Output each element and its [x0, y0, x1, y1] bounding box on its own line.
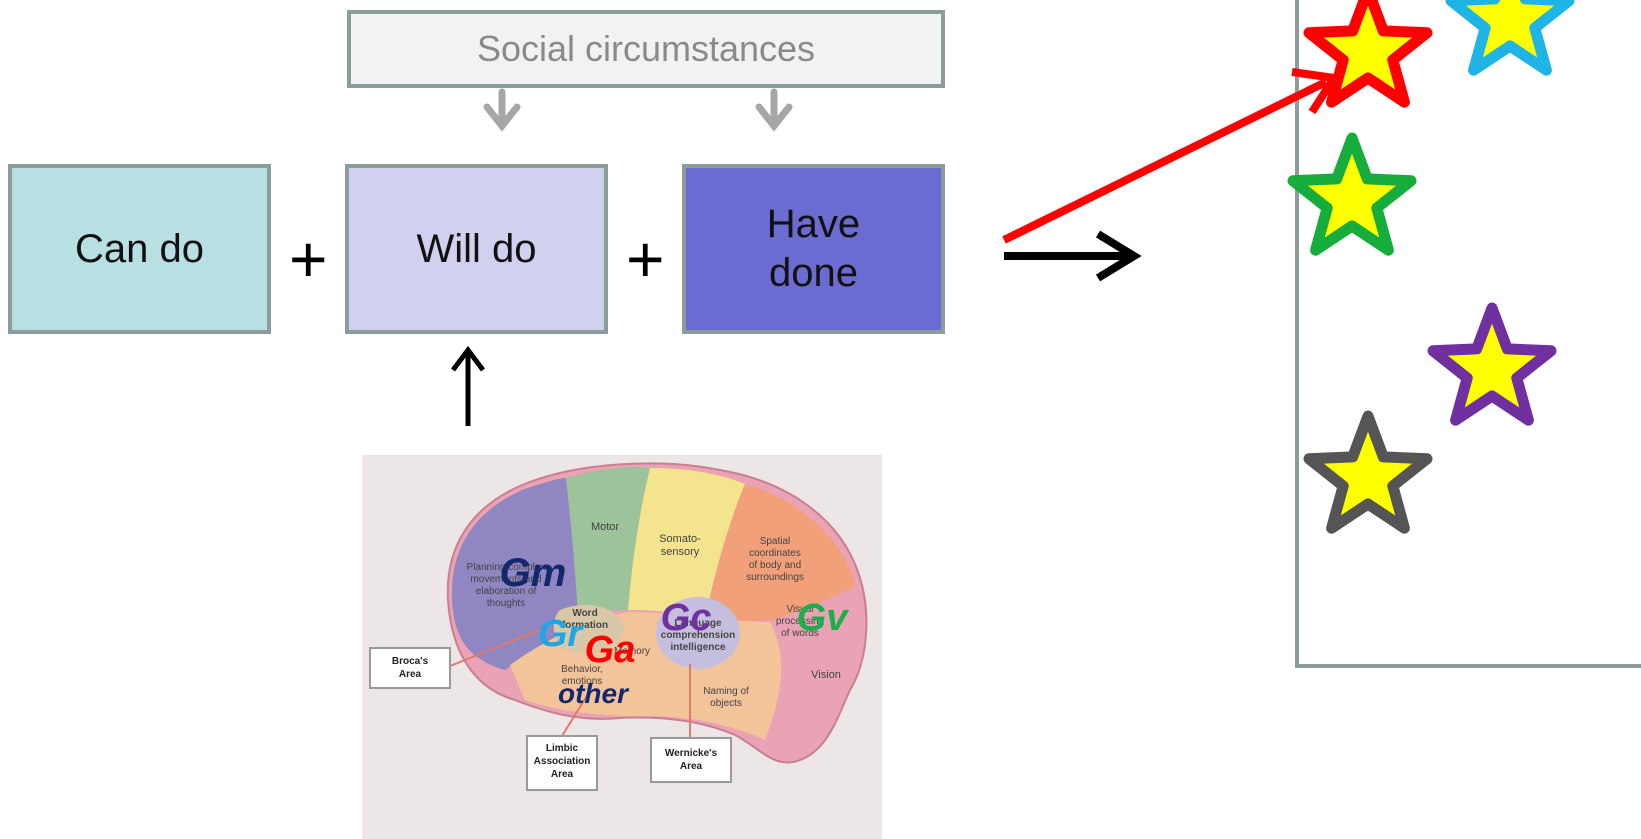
region-memory: Memory	[614, 646, 650, 657]
purple-star	[1427, 302, 1557, 426]
ability-gr: Gr	[538, 613, 585, 655]
limbic-callout: Limbic Association Area	[526, 693, 598, 791]
region-language-2: comprehension	[661, 630, 735, 641]
green-star	[1287, 132, 1417, 256]
have-done-label-line2: done	[769, 251, 858, 295]
wernicke-callout: Wernicke's Area	[650, 664, 732, 783]
output-arrow	[1004, 230, 1142, 282]
region-planning-1: Planning complex	[467, 562, 546, 573]
ability-other: other	[558, 678, 630, 709]
region-spatial-2: coordinates	[749, 548, 801, 559]
social-arrow-will-do	[483, 88, 521, 132]
region-spatial-3: of body and	[749, 560, 801, 571]
outcome-stars	[1287, 0, 1575, 534]
ability-gv: Gv	[797, 597, 850, 639]
have-done-box: Have done	[682, 164, 945, 334]
red-star	[1303, 0, 1433, 108]
region-behavior-1: Behavior,	[561, 664, 603, 675]
region-somato-2: sensory	[661, 546, 700, 558]
region-word-2: formation	[562, 620, 608, 631]
region-word-1: Word	[572, 608, 597, 619]
region-visual-3: of words	[781, 628, 819, 639]
region-planning-3: elaboration of	[476, 586, 537, 597]
will-do-label: Will do	[416, 226, 537, 271]
limbic-label-1: Limbic	[546, 743, 579, 754]
region-motor: Motor	[591, 521, 619, 533]
ability-gc: Gc	[661, 597, 712, 639]
region-vision: Vision	[811, 669, 841, 681]
plus-sign-1: +	[289, 222, 328, 296]
brain-to-will-do-arrow	[451, 345, 485, 426]
region-spatial-4: surroundings	[746, 572, 804, 583]
blue-star	[1445, 0, 1575, 76]
broca-label-2: Area	[399, 669, 422, 680]
outcomes-panel	[1295, 0, 1641, 668]
region-naming-2: objects	[710, 698, 742, 709]
region-naming-1: Naming of	[703, 686, 749, 697]
social-arrow-have-done	[755, 88, 793, 132]
region-somato-1: Somato-	[659, 533, 701, 545]
can-do-box: Can do	[8, 164, 271, 334]
region-visual-2: processing	[776, 616, 824, 627]
region-behavior-2: emotions	[562, 676, 603, 687]
limbic-label-3: Area	[551, 769, 574, 780]
region-visual-1: Visual	[786, 604, 813, 615]
social-circumstances-box: Social circumstances	[347, 10, 945, 88]
plus-sign-2: +	[626, 222, 665, 296]
social-circumstances-label: Social circumstances	[476, 28, 816, 70]
red-selection-arrow	[1002, 68, 1341, 244]
will-do-box: Will do	[345, 164, 608, 334]
gray-star	[1303, 410, 1433, 534]
wernicke-label-2: Area	[680, 761, 703, 772]
region-planning-2: movements and	[470, 574, 541, 585]
broca-callout: Broca's Area	[369, 627, 546, 689]
ability-ga: Ga	[585, 629, 636, 671]
broca-label-1: Broca's	[392, 656, 429, 667]
brain-illustration: Motor Somato- sensory Spatial coordinate…	[362, 455, 882, 839]
can-do-label: Can do	[75, 226, 204, 271]
region-language-1: Language	[674, 618, 722, 629]
wernicke-label-1: Wernicke's	[665, 748, 718, 759]
region-spatial-1: Spatial	[760, 536, 791, 547]
ability-gm: Gm	[500, 551, 567, 595]
region-planning-4: thoughts	[487, 598, 525, 609]
region-language-3: intelligence	[670, 642, 725, 653]
have-done-label-line1: Have	[766, 202, 861, 247]
limbic-label-2: Association	[534, 756, 591, 767]
